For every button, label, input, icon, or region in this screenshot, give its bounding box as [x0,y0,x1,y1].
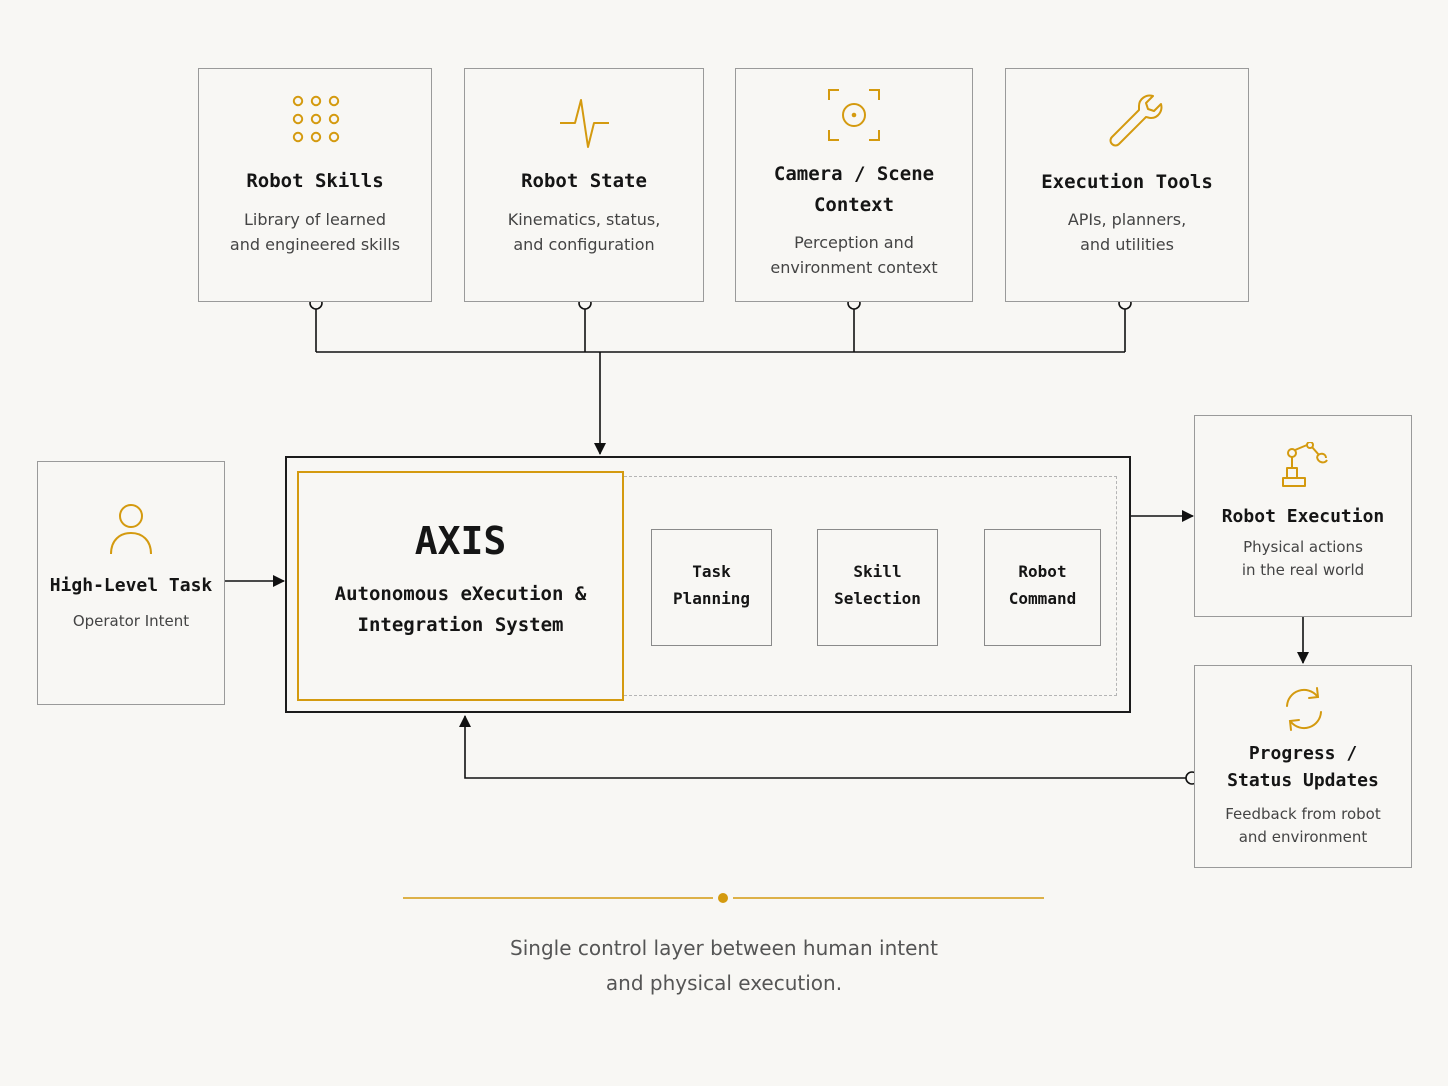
task-planning-label-2: Planning [672,589,751,608]
robot-skills-desc-1: Library of learned [243,210,387,229]
caption-line-1: Single control layer between human inten… [510,936,938,960]
refresh-icon [1286,687,1322,731]
execution-tools-card: Execution Tools APIs, planners, and util… [1005,68,1249,302]
robot-state-title: Robot State [521,170,647,192]
robot-command-label-1: Robot [1018,562,1067,581]
axis-subtitle-2: Integration System [357,614,564,636]
progress-desc-2: and environment [1238,828,1368,846]
pulse-icon [560,99,609,148]
pipeline-step-task-planning: Task Planning [651,529,772,646]
robot-state-desc-1: Kinematics, status, [507,210,661,229]
skill-selection-label-1: Skill [853,562,902,581]
wrench-icon [1109,94,1163,147]
pipeline-step-skill-selection: Skill Selection [817,529,938,646]
camera-context-desc-2: environment context [770,258,938,277]
robot-skills-title: Robot Skills [246,170,384,192]
robot-skills-card: Robot Skills Library of learned and engi… [198,68,432,302]
person-icon [110,504,152,555]
task-planning-label-1: Task [692,562,731,581]
feedback-arrow [459,715,1186,779]
robot-state-card: Robot State Kinematics, status, and conf… [464,68,704,302]
axis-name: AXIS [414,519,507,563]
execution-tools-title: Execution Tools [1041,171,1213,193]
dot-grid-icon [292,95,340,143]
task-title: High-Level Task [49,575,213,596]
progress-title-1: Progress / [1248,743,1358,764]
execution-tools-desc-1: APIs, planners, [1067,210,1187,229]
robot-state-desc-2: and configuration [513,235,655,254]
camera-context-title-1: Camera / Scene [773,163,935,185]
camera-focus-icon [828,89,880,141]
execution-tools-desc-2: and utilities [1080,235,1174,254]
robot-execution-title: Robot Execution [1221,506,1385,527]
progress-desc-1: Feedback from robot [1225,805,1381,823]
caption: Single control layer between human inten… [374,931,1074,1001]
pipeline-step-robot-command: Robot Command [984,529,1101,646]
axis-system-container: AXIS Autonomous eXecution & Integration … [285,456,1131,713]
camera-context-desc-1: Perception and [794,233,914,252]
progress-title-2: Status Updates [1227,770,1379,791]
robot-execution-card: Robot Execution Physical actions in the … [1194,415,1412,617]
robot-arm-icon [1282,442,1328,487]
robot-execution-desc-1: Physical actions [1243,538,1363,556]
robot-execution-desc-2: in the real world [1241,561,1365,579]
skill-selection-label-2: Selection [834,589,921,608]
robot-command-label-2: Command [1008,589,1077,608]
camera-context-card: Camera / Scene Context Perception and en… [735,68,973,302]
robot-skills-desc-2: and engineered skills [229,235,401,254]
axis-subtitle-1: Autonomous eXecution & [334,583,587,605]
high-level-task-card: High-Level Task Operator Intent [37,461,225,705]
task-desc: Operator Intent [72,612,190,630]
progress-status-card: Progress / Status Updates Feedback from … [1194,665,1412,868]
axis-core-box: AXIS Autonomous eXecution & Integration … [297,471,624,701]
camera-context-title-2: Context [813,194,895,216]
divider-dot [718,893,728,903]
caption-line-2: and physical execution. [605,971,843,995]
